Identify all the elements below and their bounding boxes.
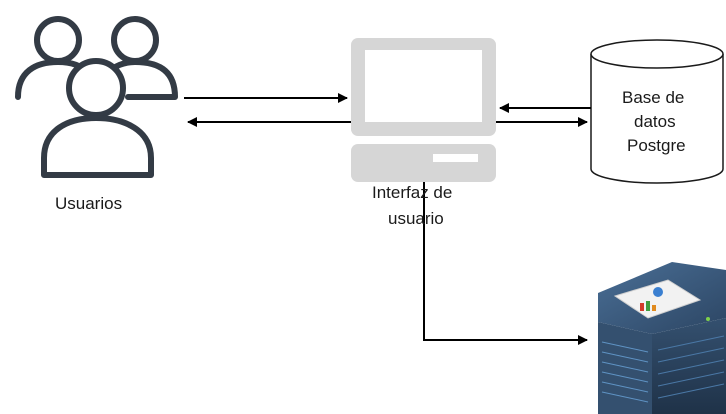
arrow-ui-to-printer — [423, 182, 588, 345]
printer-led — [706, 317, 710, 321]
db-label-line2: datos — [634, 112, 676, 131]
printer-icon — [598, 262, 726, 414]
db-label-line1: Base de — [622, 88, 685, 107]
database-cylinder-icon — [590, 39, 724, 184]
printer-front — [652, 318, 726, 414]
user-back-left-head — [34, 16, 82, 64]
user-front-body — [41, 115, 154, 178]
user-back-right-head — [111, 16, 159, 64]
computer-base — [351, 144, 496, 182]
desktop-computer-icon — [351, 38, 496, 182]
ui-label-line2: usuario — [388, 209, 444, 228]
printer-front-grille — [657, 335, 725, 399]
paper-bar-orange — [652, 305, 656, 311]
computer-slot — [433, 154, 478, 162]
printer-side — [598, 322, 652, 414]
monitor-screen — [365, 50, 482, 122]
user-front-head — [66, 58, 126, 118]
paper-bar-red — [640, 303, 644, 311]
cylinder-body — [590, 54, 724, 184]
paper-pie-chart — [653, 287, 663, 297]
printer-grille — [601, 341, 649, 403]
cylinder-top — [590, 39, 724, 69]
users-group-icon — [15, 16, 178, 178]
paper-bar-green — [646, 301, 650, 311]
users-label: Usuarios — [55, 194, 123, 213]
printer-paper — [613, 279, 702, 319]
connectors — [184, 93, 591, 345]
db-label-line3: Postgre — [627, 136, 686, 155]
ui-label-line1: Interfaz de — [372, 183, 453, 202]
